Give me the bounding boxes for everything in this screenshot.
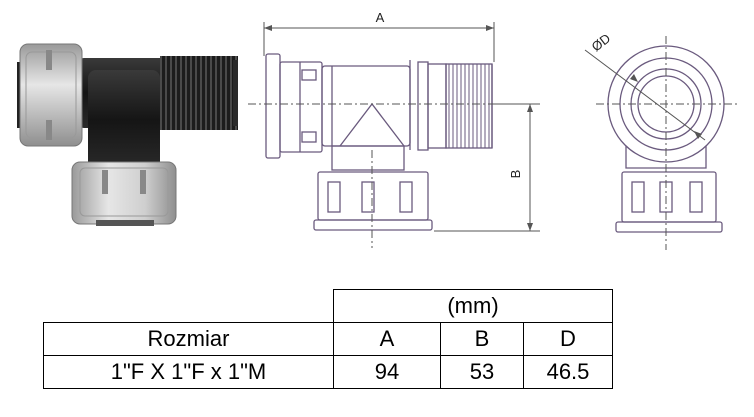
product-figure: A B ØD xyxy=(17,10,740,250)
dimension-d xyxy=(584,49,706,141)
side-technical-drawing xyxy=(265,53,493,231)
dimension-b-label: B xyxy=(508,170,523,179)
cell-b: 53 xyxy=(440,355,524,389)
table-column-row: Rozmiar A B D xyxy=(43,322,613,356)
fitting-photo xyxy=(17,43,238,226)
unit-header: (mm) xyxy=(333,289,613,323)
cell-size: 1"F X 1"F x 1"M xyxy=(43,355,334,389)
column-header-size: Rozmiar xyxy=(43,322,334,356)
dimension-a-label: A xyxy=(376,10,385,25)
table-empty-cell xyxy=(43,289,334,323)
cell-a: 94 xyxy=(333,355,441,389)
column-header-b: B xyxy=(440,322,524,356)
dimensions-table: (mm) Rozmiar A B D 1"F X 1"F x 1"M 94 53… xyxy=(43,289,613,389)
cell-d: 46.5 xyxy=(523,355,613,389)
dimension-d-label: ØD xyxy=(589,31,614,55)
column-header-d: D xyxy=(523,322,613,356)
front-view-centerlines xyxy=(596,36,740,250)
dimension-b xyxy=(434,103,540,232)
side-drawing-centerlines xyxy=(248,103,512,248)
table-header-row: (mm) xyxy=(43,289,613,323)
dimension-a xyxy=(263,22,495,62)
table-row: 1"F X 1"F x 1"M 94 53 46.5 xyxy=(43,355,613,389)
column-header-a: A xyxy=(333,322,441,356)
